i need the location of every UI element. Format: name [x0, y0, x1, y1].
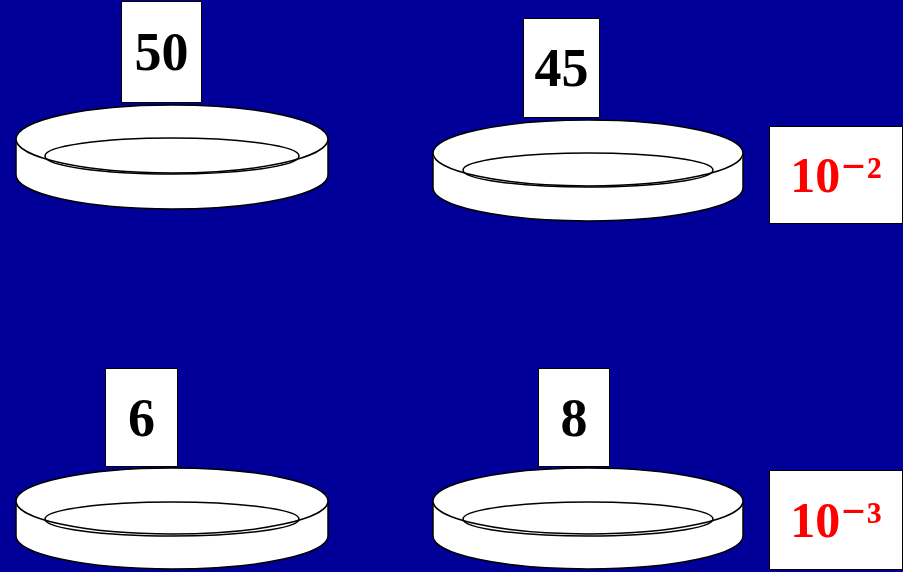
dilution-label: 10⁻³ [769, 470, 903, 570]
colony-count: 50 [135, 25, 189, 79]
count-label: 6 [105, 368, 178, 467]
dilution-label: 10⁻² [769, 126, 903, 224]
petri-dish [433, 120, 743, 221]
petri-dish [16, 105, 328, 209]
count-label: 45 [523, 18, 600, 118]
petri-dish [433, 468, 743, 569]
petri-dish [16, 468, 328, 569]
colony-count: 6 [128, 391, 155, 445]
count-label: 50 [121, 1, 202, 103]
dilution-factor: 10⁻³ [790, 495, 881, 545]
dilution-factor: 10⁻² [790, 150, 881, 200]
colony-count: 45 [535, 41, 589, 95]
count-label: 8 [538, 368, 610, 467]
colony-count: 8 [561, 391, 588, 445]
